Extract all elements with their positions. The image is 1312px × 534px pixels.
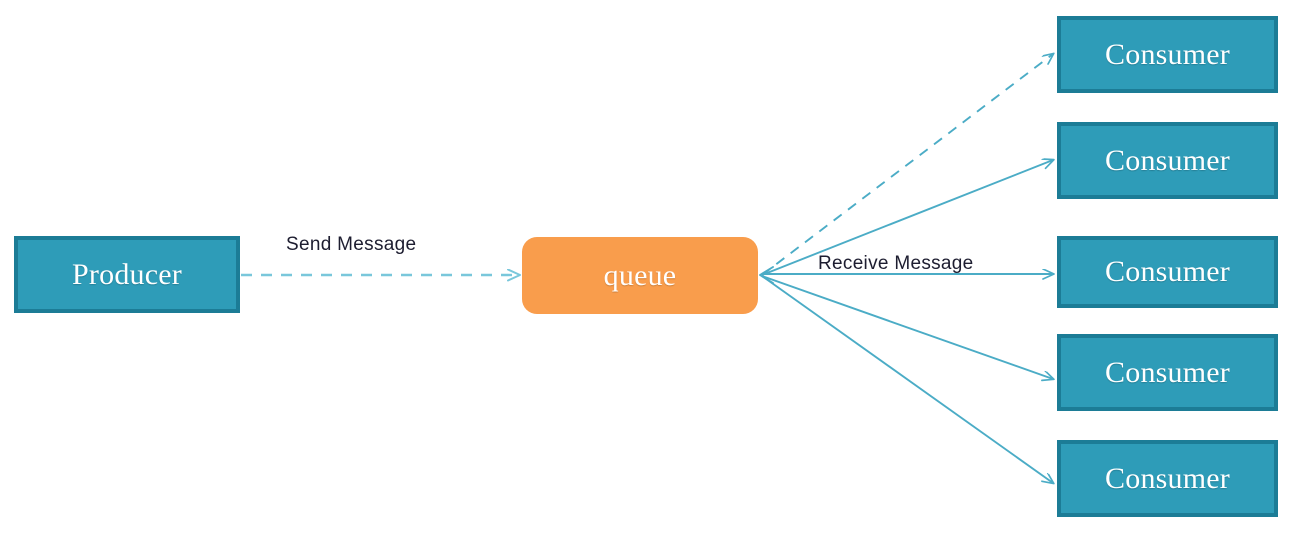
edge-label-send-message: Send Message bbox=[286, 234, 417, 255]
edge-label-receive-message: Receive Message bbox=[818, 253, 974, 274]
node-consumer-4[interactable]: Consumer bbox=[1057, 334, 1278, 411]
node-producer-label: Producer bbox=[72, 257, 182, 291]
edge-receive-consumer-4 bbox=[761, 275, 1053, 379]
node-consumer-2-label: Consumer bbox=[1105, 143, 1230, 177]
node-queue-label: queue bbox=[603, 258, 677, 292]
node-consumer-1-label: Consumer bbox=[1105, 37, 1230, 71]
node-consumer-3[interactable]: Consumer bbox=[1057, 236, 1278, 308]
edge-receive-consumer-1 bbox=[761, 54, 1053, 276]
node-consumer-1[interactable]: Consumer bbox=[1057, 16, 1278, 93]
node-consumer-5-label: Consumer bbox=[1105, 461, 1230, 495]
node-producer[interactable]: Producer bbox=[14, 236, 240, 313]
node-consumer-2[interactable]: Consumer bbox=[1057, 122, 1278, 199]
node-consumer-3-label: Consumer bbox=[1105, 255, 1230, 288]
node-consumer-4-label: Consumer bbox=[1105, 355, 1230, 389]
node-consumer-5[interactable]: Consumer bbox=[1057, 440, 1278, 517]
queue-inbound-arrowhead bbox=[759, 266, 774, 284]
node-queue[interactable]: queue bbox=[522, 237, 758, 314]
edge-receive-consumer-5 bbox=[761, 275, 1053, 483]
